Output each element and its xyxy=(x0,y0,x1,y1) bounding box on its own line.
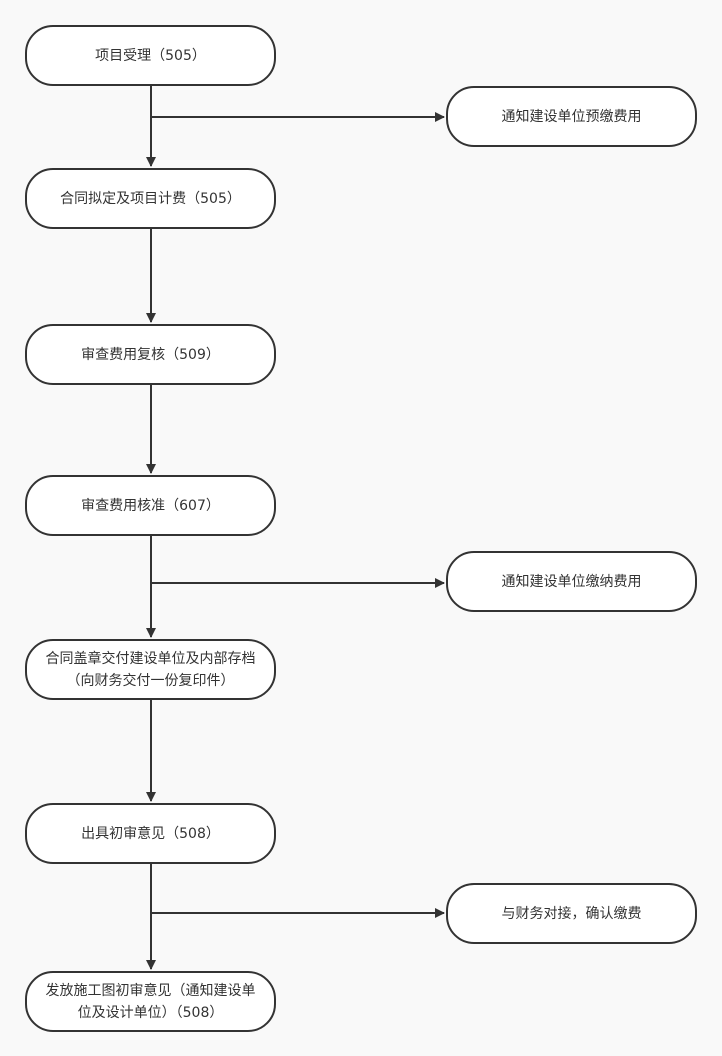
node-contract-sealing: 合同盖章交付建设单位及内部存档（向财务交付一份复印件） xyxy=(25,639,276,700)
node-fee-review: 审查费用复核（509） xyxy=(25,324,276,385)
node-contract-drafting: 合同拟定及项目计费（505） xyxy=(25,168,276,229)
node-notify-payment: 通知建设单位缴纳费用 xyxy=(446,551,697,612)
node-issue-opinion: 发放施工图初审意见（通知建设单位及设计单位）（508） xyxy=(25,971,276,1032)
node-fee-approval: 审查费用核准（607） xyxy=(25,475,276,536)
node-project-acceptance: 项目受理（505） xyxy=(25,25,276,86)
node-finance-confirm-label: 与财务对接，确认缴费 xyxy=(501,905,642,922)
node-preliminary-opinion-label: 出具初审意见（508） xyxy=(81,825,220,842)
node-project-acceptance-label: 项目受理（505） xyxy=(95,47,206,64)
node-contract-sealing-label: 合同盖章交付建设单位及内部存档（向财务交付一份复印件） xyxy=(45,650,256,689)
node-notify-prepay: 通知建设单位预缴费用 xyxy=(446,86,697,147)
node-preliminary-opinion: 出具初审意见（508） xyxy=(25,803,276,864)
node-finance-confirm: 与财务对接，确认缴费 xyxy=(446,883,697,944)
node-issue-opinion-label: 发放施工图初审意见（通知建设单位及设计单位）（508） xyxy=(45,982,256,1021)
node-fee-approval-label: 审查费用核准（607） xyxy=(81,497,220,514)
node-contract-drafting-label: 合同拟定及项目计费（505） xyxy=(60,190,241,207)
node-notify-prepay-label: 通知建设单位预缴费用 xyxy=(501,108,642,125)
node-fee-review-label: 审查费用复核（509） xyxy=(81,346,220,363)
node-notify-payment-label: 通知建设单位缴纳费用 xyxy=(501,573,642,590)
